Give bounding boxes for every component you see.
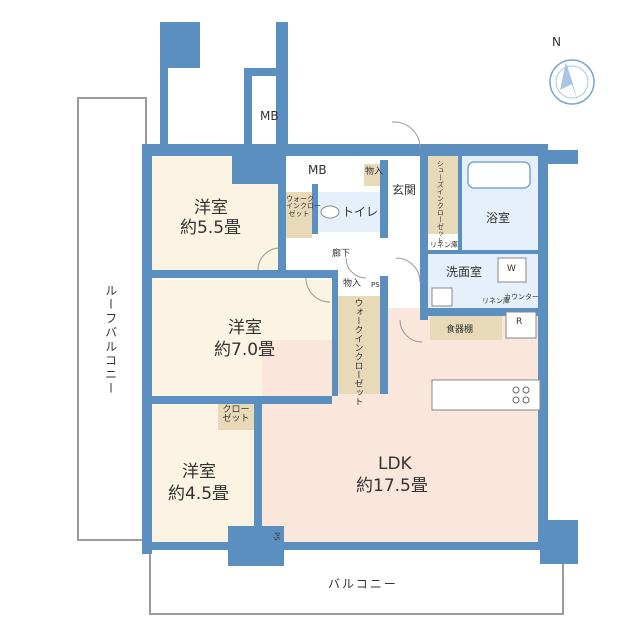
walkin1-line-b: インクロー — [286, 202, 321, 211]
walkin1-line-c: ゼット — [288, 209, 310, 218]
compass-north-label: N — [552, 35, 561, 49]
toilet-label: トイレ — [342, 205, 379, 219]
door-swing — [399, 319, 423, 343]
linen1-label: リネン庫 — [430, 241, 458, 249]
ldk-floor — [262, 340, 540, 542]
fridge-box — [505, 311, 537, 339]
kitchen-island — [431, 379, 541, 411]
shoes-closet-label: シューズインクローゼット — [436, 160, 445, 244]
room2-name: 洋室 — [228, 318, 262, 338]
fridge-label: R — [516, 317, 523, 327]
door-swing — [257, 247, 281, 271]
room3-size: 約4.5畳 — [168, 484, 230, 504]
washer-label: W — [507, 264, 516, 274]
ps-label: PS — [371, 281, 380, 289]
stove-burner — [512, 396, 520, 404]
closet-line-b: ゼット — [222, 414, 250, 425]
walkin2-label: ウォークインクローゼット — [352, 298, 363, 406]
storage2-label: 物入 — [343, 279, 362, 289]
door-swing — [391, 121, 421, 149]
walls — [142, 22, 578, 566]
room2-size: 約7.0畳 — [214, 340, 276, 360]
stove-burner — [522, 396, 530, 404]
mb-mid-label: MB — [308, 163, 327, 177]
room1-size: 約5.5畳 — [180, 218, 242, 238]
stove-burner — [512, 386, 520, 394]
pps-label: PS — [272, 532, 281, 541]
linen2-label: リネン庫 — [482, 297, 510, 305]
bath-label: 浴室 — [486, 211, 511, 225]
stove-burner — [522, 386, 530, 394]
walkin1-line-a: ウォーク — [286, 195, 314, 203]
door-swing — [345, 257, 367, 279]
balcony-label: バルコニー — [328, 577, 398, 591]
shoes-closet-floor — [428, 156, 458, 234]
closet-floor — [218, 404, 254, 430]
door-swing — [305, 277, 331, 303]
hallway-label: 廊下 — [332, 249, 351, 259]
toilet-bowl — [320, 205, 340, 219]
storage1-label: 物入 — [365, 167, 384, 177]
counter-label: カウンター — [504, 293, 539, 301]
walkin2-floor — [338, 296, 380, 394]
entrance-label: 玄関 — [392, 183, 417, 197]
walkin1-floor — [284, 192, 312, 238]
door-swing — [395, 257, 421, 283]
washbasin — [431, 287, 453, 307]
compass-icon — [549, 59, 595, 105]
cupboard-floor — [430, 316, 502, 340]
washroom-label: 洗面室 — [446, 265, 483, 279]
storage1-floor — [364, 164, 382, 186]
ldk-size: 約17.5畳 — [356, 476, 428, 496]
bathtub — [467, 161, 531, 189]
cupboard-label: 食器棚 — [446, 325, 474, 335]
washer-box — [497, 257, 527, 283]
ldk-name: LDK — [378, 454, 412, 474]
closet-line-a: クロー — [222, 405, 250, 415]
room3-name: 洋室 — [182, 462, 216, 482]
mb-top-label: MB — [260, 109, 279, 123]
balcony-outline — [149, 550, 564, 615]
walkin1-label: ウォーク インクロー ゼット — [286, 195, 321, 218]
roof-balcony-label: ルーフバルコニー — [103, 284, 118, 396]
room1-name: 洋室 — [194, 198, 228, 218]
closet-label: クロー ゼット — [220, 405, 252, 425]
